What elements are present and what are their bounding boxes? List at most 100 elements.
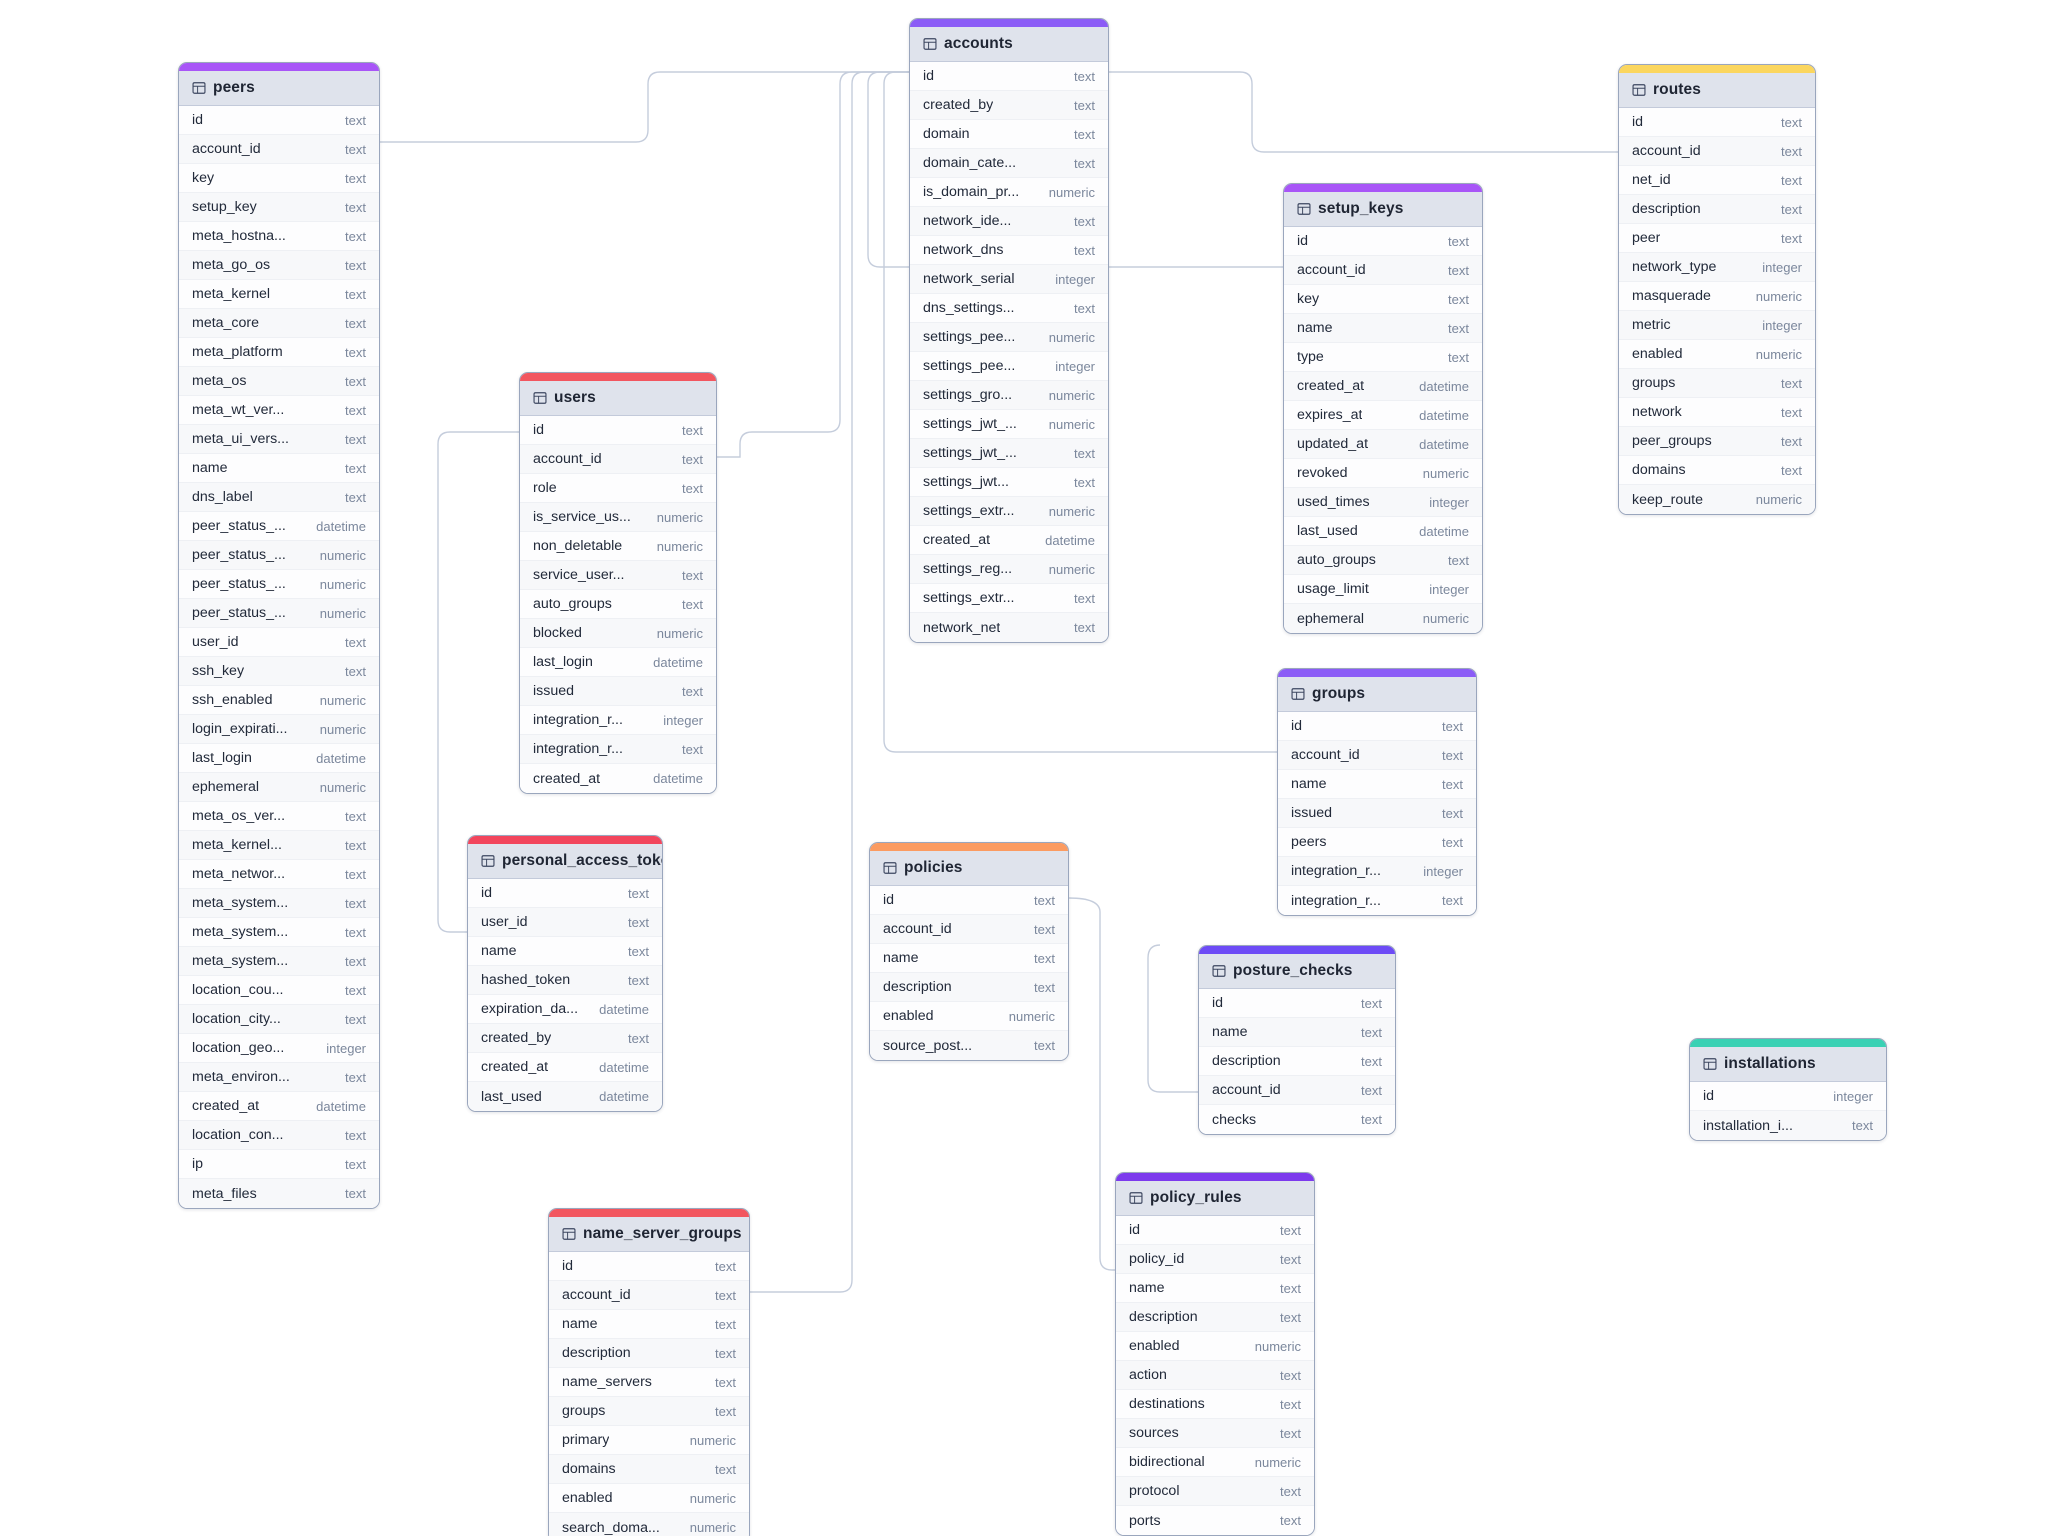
table-header[interactable]: policy_rules — [1116, 1181, 1314, 1216]
column-row[interactable]: meta_kernel...text — [179, 831, 379, 860]
column-row[interactable]: meta_ui_vers...text — [179, 425, 379, 454]
column-row[interactable]: service_user...text — [520, 561, 716, 590]
column-row[interactable]: location_geo...integer — [179, 1034, 379, 1063]
column-row[interactable]: is_domain_pr...numeric — [910, 178, 1108, 207]
table-header[interactable]: accounts — [910, 27, 1108, 62]
column-row[interactable]: location_city...text — [179, 1005, 379, 1034]
column-row[interactable]: settings_pee...numeric — [910, 323, 1108, 352]
column-row[interactable]: settings_reg...numeric — [910, 555, 1108, 584]
table-header[interactable]: personal_access_tokens — [468, 844, 662, 879]
column-row[interactable]: peer_status_...numeric — [179, 599, 379, 628]
table-header[interactable]: groups — [1278, 677, 1476, 712]
column-row[interactable]: source_post...text — [870, 1031, 1068, 1060]
column-row[interactable]: settings_pee...integer — [910, 352, 1108, 381]
table-header[interactable]: policies — [870, 851, 1068, 886]
column-row[interactable]: meta_wt_ver...text — [179, 396, 379, 425]
column-row[interactable]: is_service_us...numeric — [520, 503, 716, 532]
column-row[interactable]: meta_os_ver...text — [179, 802, 379, 831]
column-row[interactable]: integration_r...text — [520, 735, 716, 764]
column-row[interactable]: integration_r...integer — [520, 706, 716, 735]
column-row[interactable]: settings_extr...text — [910, 584, 1108, 613]
table-header[interactable]: setup_keys — [1284, 192, 1482, 227]
table-header[interactable]: users — [520, 381, 716, 416]
table-header[interactable]: posture_checks — [1199, 954, 1395, 989]
column-row[interactable]: settings_jwt_...numeric — [910, 410, 1108, 439]
table-header[interactable]: peers — [179, 71, 379, 106]
column-row[interactable]: settings_jwt...text — [910, 468, 1108, 497]
column-row[interactable]: peer_status_...datetime — [179, 512, 379, 541]
column-row[interactable]: meta_networ...text — [179, 860, 379, 889]
column-row[interactable]: settings_gro...numeric — [910, 381, 1108, 410]
column-row[interactable]: expiration_da...datetime — [468, 995, 662, 1024]
